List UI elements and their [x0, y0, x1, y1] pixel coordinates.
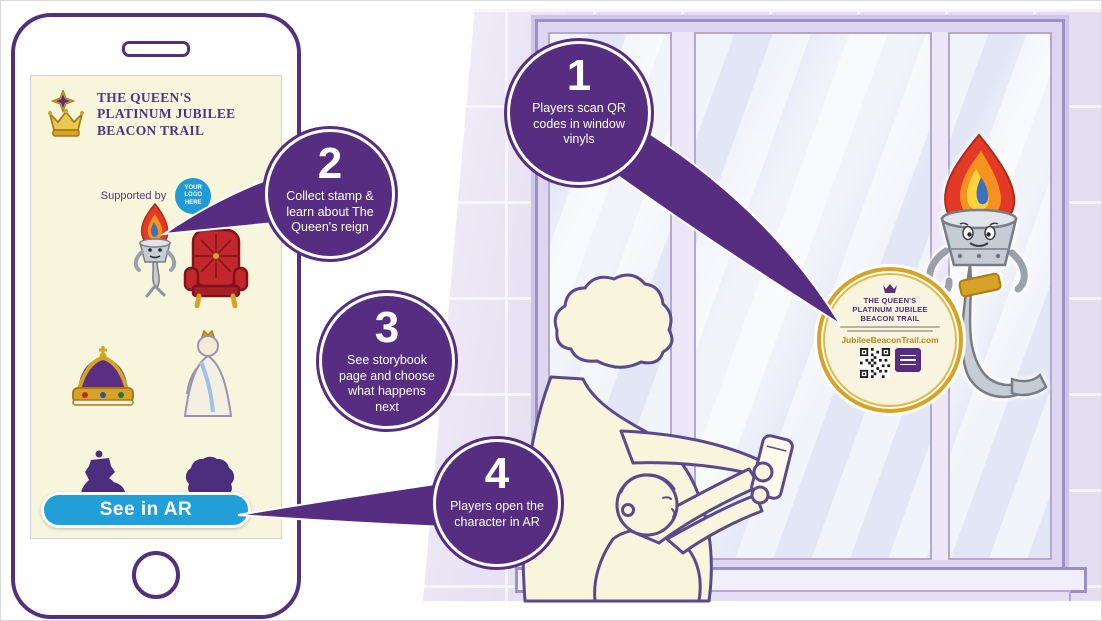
stamp-royal-crown — [65, 344, 141, 411]
step-text: Players open the character in AR — [450, 499, 544, 529]
step-number: 3 — [374, 303, 400, 352]
sticker-url: JubileeBeaconTrail.com — [841, 335, 939, 345]
phone-mockup: THE QUEEN'S PLATINUM JUBILEE BEACON TRAI… — [11, 13, 301, 619]
sticker-scan-tag — [894, 348, 921, 372]
app-screen: THE QUEEN'S PLATINUM JUBILEE BEACON TRAI… — [30, 75, 282, 539]
woman-hair — [553, 273, 674, 369]
step-text: See storybook page and choose what happe… — [339, 353, 435, 414]
stamp-throne-character — [181, 215, 253, 313]
qr-code-icon — [859, 348, 890, 378]
step-text: Collect stamp & learn about The Queen's … — [286, 189, 374, 235]
hand — [750, 485, 770, 505]
step-bubble-1: 1 Players scan QR codes in window vinyls — [507, 41, 651, 185]
sticker-title: THE QUEEN'S PLATINUM JUBILEE BEACON TRAI… — [852, 296, 927, 323]
mascot-cup — [940, 208, 1018, 267]
supported-by-label: Supported by — [100, 190, 167, 202]
step-text: Players scan QR codes in window vinyls — [532, 101, 626, 147]
sticker-bottom-row — [859, 348, 921, 378]
step-bubble-3: 3 See storybook page and choose what hap… — [319, 293, 455, 429]
step-number: 1 — [566, 51, 592, 100]
sticker-small-print — [840, 326, 940, 332]
stamp-queen-character — [177, 328, 239, 425]
floor — [423, 601, 1101, 603]
sticker-title-line: BEACON TRAIL — [860, 314, 920, 323]
sticker-title-line: THE QUEEN'S — [863, 296, 917, 305]
app-header: THE QUEEN'S PLATINUM JUBILEE BEACON TRAI… — [43, 90, 275, 139]
step-bubble-2: 2 Collect stamp & learn about The Queen'… — [265, 129, 395, 259]
mascot-face — [959, 222, 999, 247]
crown-compass-logo-icon — [48, 90, 84, 137]
window-vinyl-sticker: THE QUEEN'S PLATINUM JUBILEE BEACON TRAI… — [817, 267, 963, 413]
logo-placeholder-line: YOUR — [184, 185, 202, 192]
app-title-line: THE QUEEN'S — [97, 90, 192, 105]
step-bubble-4: 4 Players open the character in AR — [433, 439, 561, 567]
child-arm — [665, 493, 764, 555]
hand — [752, 461, 774, 483]
app-title: THE QUEEN'S PLATINUM JUBILEE BEACON TRAI… — [97, 90, 235, 139]
step-number: 4 — [484, 449, 510, 498]
logo-placeholder-line: LOGO — [184, 192, 203, 199]
app-title-line: PLATINUM JUBILEE — [97, 106, 236, 122]
sticker-crown-icon — [883, 284, 897, 293]
people-illustration — [521, 273, 794, 603]
mascot-flame — [944, 133, 1016, 226]
logo-placeholder-line: HERE — [184, 199, 202, 206]
see-in-ar-button[interactable]: See in AR — [41, 492, 251, 528]
step-number: 2 — [317, 139, 343, 188]
speaker-slot-icon — [122, 41, 190, 57]
stamp-torch-character — [123, 202, 187, 303]
mascot-body — [958, 264, 1048, 399]
app-title-line: BEACON TRAIL — [97, 122, 205, 138]
home-button-icon — [132, 551, 180, 599]
sticker-title-line: PLATINUM JUBILEE — [852, 305, 928, 314]
